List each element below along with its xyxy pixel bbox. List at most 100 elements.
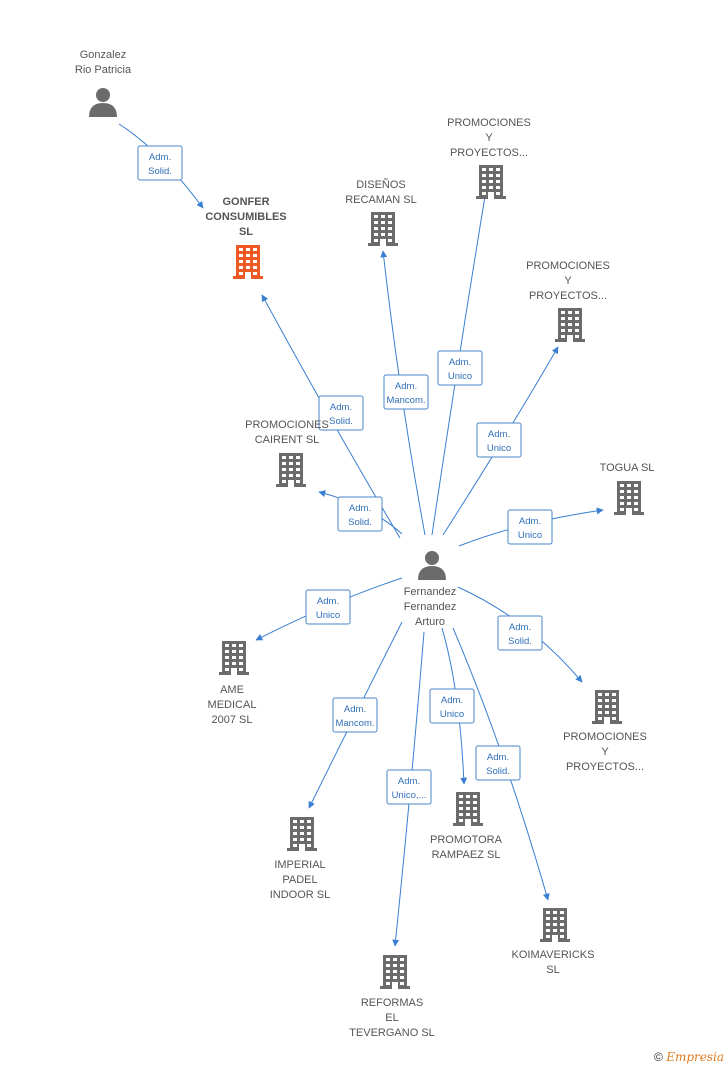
role-badge-fernandez-to-promo1[interactable]: Adm. Unico xyxy=(437,350,483,386)
role-badge-fernandez-to-rampaez[interactable]: Adm. Unico xyxy=(429,688,475,724)
role-text-line-1: Solid. xyxy=(148,166,172,177)
node-label-line: TEVERGANO SL xyxy=(349,1027,435,1039)
copyright-symbol: © xyxy=(654,1050,663,1064)
node-ame[interactable]: AME MEDICAL 2007 SL xyxy=(208,641,257,726)
role-text-line-1: Solid. xyxy=(348,517,372,528)
role-badge-fernandez-to-gonfer[interactable]: Adm. Solid. xyxy=(318,395,364,431)
node-label-line: INDOOR SL xyxy=(270,889,331,901)
node-label-line: CAIRENT SL xyxy=(255,434,320,446)
node-label-line: PROMOCIONES xyxy=(563,731,647,743)
node-label-line: TOGUA SL xyxy=(600,462,655,474)
role-text-line-0: Adm. xyxy=(449,357,471,368)
role-text-line-1: Unico xyxy=(487,443,511,454)
node-cairent[interactable]: PROMOCIONES CAIRENT SL xyxy=(245,419,329,487)
node-label-line: SL xyxy=(546,964,559,976)
role-text-line-0: Adm. xyxy=(488,429,510,440)
building-icon xyxy=(380,955,410,989)
node-disenos[interactable]: DISEÑOS RECAMAN SL xyxy=(345,178,417,246)
node-label-line: CONSUMIBLES xyxy=(205,211,286,223)
role-text-line-1: Solid. xyxy=(329,416,353,427)
role-text-line-0: Adm. xyxy=(349,503,371,514)
role-text-line-1: Unico xyxy=(316,610,340,621)
footer-credit: © Empresia xyxy=(654,1050,724,1064)
node-reformas[interactable]: REFORMAS EL TEVERGANO SL xyxy=(349,955,435,1039)
role-badge-fernandez-to-promo2[interactable]: Adm. Unico xyxy=(476,422,522,458)
role-text-line-0: Adm. xyxy=(441,695,463,706)
role-badge-fernandez-to-koima[interactable]: Adm.Solid. xyxy=(475,745,521,781)
node-label-line: REFORMAS xyxy=(361,997,423,1009)
building-icon xyxy=(476,165,506,199)
role-text-line-0: Adm. xyxy=(395,381,417,392)
node-label-line: RAMPAEZ SL xyxy=(432,849,501,861)
node-imperial[interactable]: IMPERIAL PADEL INDOOR SL xyxy=(270,817,331,901)
person-icon xyxy=(418,551,446,580)
person-icon xyxy=(89,88,117,117)
node-label-line: Arturo xyxy=(415,616,445,628)
node-label-line: Y xyxy=(485,132,493,144)
node-promo3[interactable]: PROMOCIONESYPROYECTOS... xyxy=(563,690,647,773)
node-label-line: PROMOTORA xyxy=(430,834,503,846)
role-text-line-0: Adm. xyxy=(344,704,366,715)
role-text-line-0: Adm. xyxy=(487,752,509,763)
node-label-line: 2007 SL xyxy=(212,714,253,726)
node-label-line: Fernandez xyxy=(404,601,457,613)
node-label-line: PROMOCIONES xyxy=(245,419,329,431)
node-label-line: AME xyxy=(220,684,244,696)
role-text-line-0: Adm. xyxy=(317,596,339,607)
node-label-line: Y xyxy=(564,275,572,287)
node-koima[interactable]: KOIMAVERICKS SL xyxy=(512,908,595,976)
building-icon xyxy=(368,212,398,246)
role-text-line-0: Adm. xyxy=(330,402,352,413)
building-icon xyxy=(555,308,585,342)
node-label-line: RECAMAN SL xyxy=(345,194,417,206)
node-label-line: PROYECTOS... xyxy=(529,290,607,302)
role-badge-fernandez-to-reformas[interactable]: Adm. Unico,... xyxy=(386,769,432,805)
building-icon xyxy=(592,690,622,724)
role-text-line-0: Adm. xyxy=(509,622,531,633)
brand-logo[interactable]: Empresia xyxy=(666,1050,724,1064)
building-icon xyxy=(287,817,317,851)
role-badge-fernandez-to-ame[interactable]: Adm. Unico xyxy=(305,589,351,625)
node-label-line: PROMOCIONES xyxy=(447,117,531,129)
role-text-line-1: Solid. xyxy=(508,636,532,647)
building-icon xyxy=(233,245,263,279)
role-badge-fernandez-to-disenos[interactable]: Adm.Mancom. xyxy=(383,374,429,410)
role-text-line-1: Unico xyxy=(518,530,542,541)
node-label-line: DISEÑOS xyxy=(356,178,406,191)
role-text-line-1: Unico xyxy=(448,371,472,382)
role-text-line-1: Unico xyxy=(440,709,464,720)
role-text-line-0: Adm. xyxy=(519,516,541,527)
building-icon xyxy=(614,481,644,515)
role-badge-fernandez-to-imperial[interactable]: Adm.Mancom. xyxy=(332,697,378,733)
role-badge-fernandez-to-promo3[interactable]: Adm. Solid. xyxy=(497,615,543,651)
node-label-line: Y xyxy=(601,746,609,758)
node-label-line: Rio Patricia xyxy=(75,64,132,76)
role-text-line-0: Adm. xyxy=(149,152,171,163)
node-promo2[interactable]: PROMOCIONESYPROYECTOS... xyxy=(526,260,610,342)
node-promo1[interactable]: PROMOCIONES Y PROYECTOS... xyxy=(447,117,531,199)
node-label-line: MEDICAL xyxy=(208,699,257,711)
role-badge-fernandez-to-togua[interactable]: Adm. Unico xyxy=(507,509,553,545)
role-text-line-0: Adm. xyxy=(398,776,420,787)
building-icon xyxy=(453,792,483,826)
node-label-line: EL xyxy=(385,1012,398,1024)
node-label-line: Fernandez xyxy=(404,586,457,598)
node-label-line: IMPERIAL xyxy=(274,859,325,871)
node-togua[interactable]: TOGUA SL xyxy=(600,462,655,515)
building-icon xyxy=(540,908,570,942)
node-label-line: PADEL xyxy=(282,874,317,886)
node-label-line: KOIMAVERICKS xyxy=(512,949,595,961)
roles-layer: Adm.Solid.Adm.Solid.Adm.Mancom.Adm.Unico… xyxy=(137,145,553,805)
node-label-line: Gonzalez xyxy=(80,49,126,61)
role-badge-fernandez-to-cairent[interactable]: Adm. Solid. xyxy=(337,496,383,532)
node-rampaez[interactable]: PROMOTORA RAMPAEZ SL xyxy=(430,792,503,861)
role-text-line-1: Unico,... xyxy=(392,790,427,801)
node-label-line: SL xyxy=(239,226,253,238)
node-label-line: PROYECTOS... xyxy=(450,147,528,159)
role-badge-gonzalez-to-gonfer[interactable]: Adm. Solid. xyxy=(137,145,183,181)
